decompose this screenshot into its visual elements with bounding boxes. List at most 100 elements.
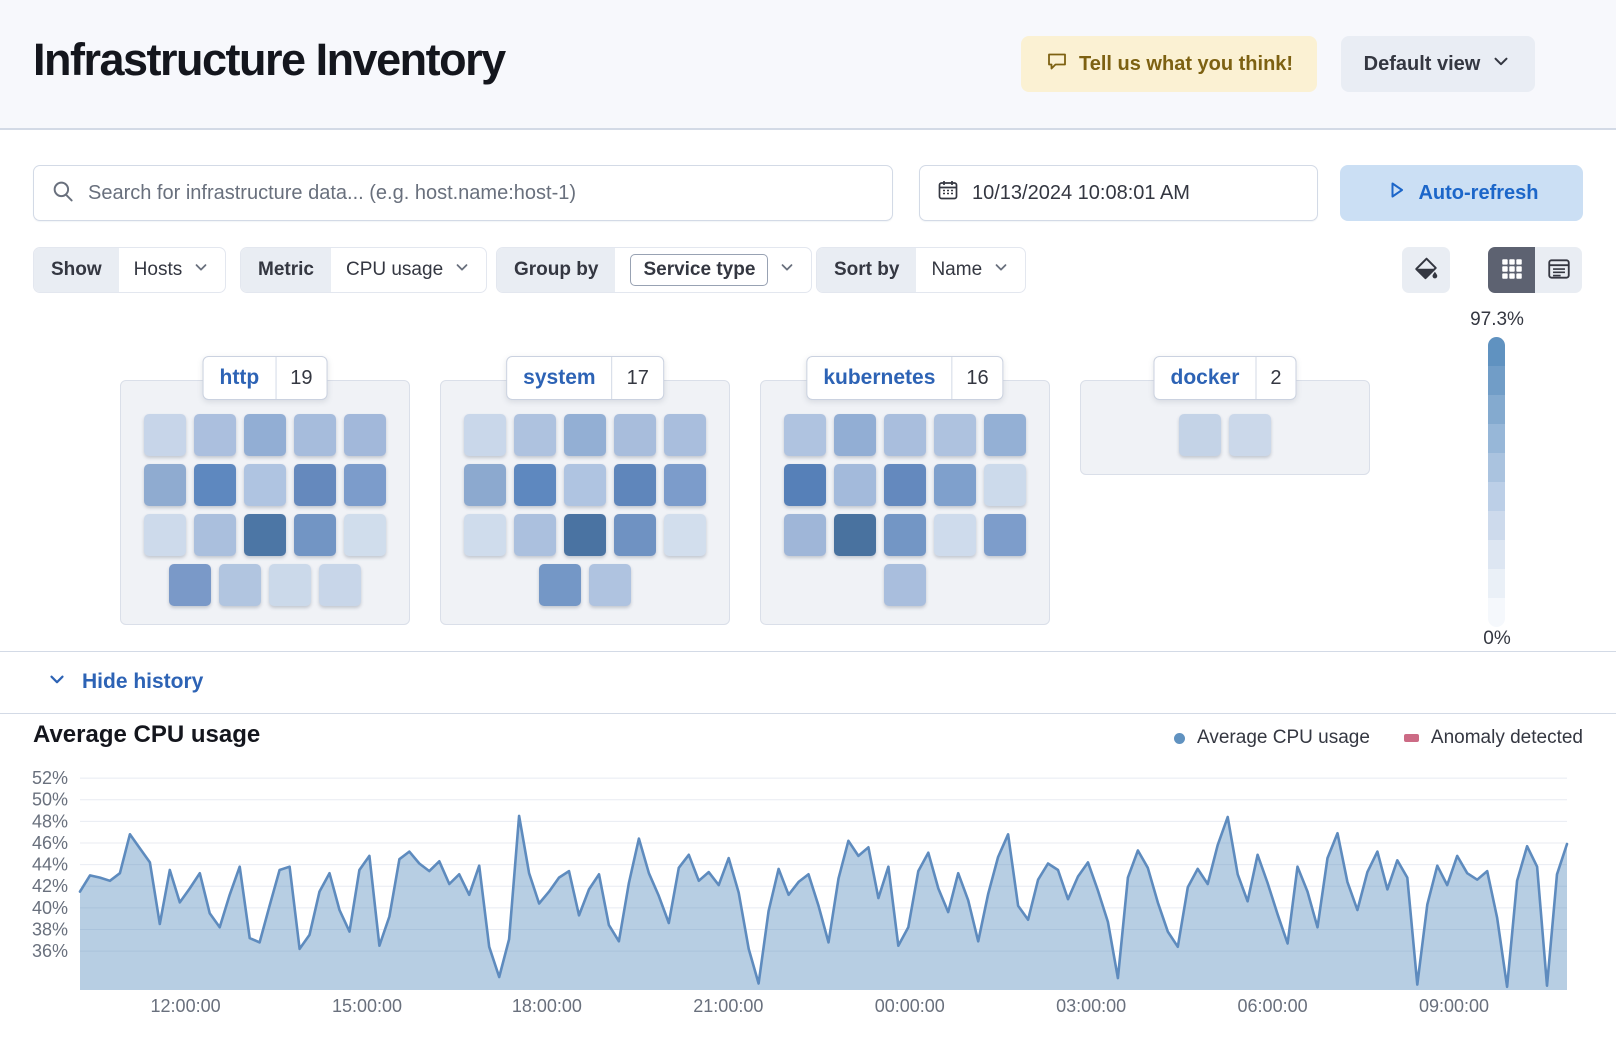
chevron-down-icon <box>192 258 210 282</box>
host-cell[interactable] <box>784 514 826 556</box>
table-view-icon <box>1546 256 1572 285</box>
host-cell[interactable] <box>664 464 706 506</box>
host-cell[interactable] <box>1229 414 1271 456</box>
host-cell[interactable] <box>614 514 656 556</box>
host-cell[interactable] <box>934 464 976 506</box>
auto-refresh-button[interactable]: Auto-refresh <box>1340 165 1583 221</box>
search-box <box>33 165 893 221</box>
host-cell[interactable] <box>169 564 211 606</box>
view-selector-button[interactable]: Default view <box>1341 36 1535 92</box>
host-cell[interactable] <box>244 464 286 506</box>
host-cell[interactable] <box>219 564 261 606</box>
group-by-filter-value[interactable]: Service type <box>630 254 769 286</box>
host-cell[interactable] <box>244 414 286 456</box>
page-title: Infrastructure Inventory <box>33 34 506 85</box>
host-cell[interactable] <box>464 514 506 556</box>
group-name-link[interactable]: docker <box>1170 366 1240 389</box>
host-cell[interactable] <box>984 414 1026 456</box>
date-picker[interactable]: 10/13/2024 10:08:01 AM <box>919 165 1318 221</box>
host-cell[interactable] <box>514 514 556 556</box>
host-cell[interactable] <box>514 414 556 456</box>
host-cell[interactable] <box>564 514 606 556</box>
host-cell[interactable] <box>344 464 386 506</box>
legend-item-anomaly[interactable]: Anomaly detected <box>1403 727 1583 749</box>
sort-by-filter[interactable]: Sort by Name <box>816 247 1027 293</box>
metric-filter-label: Metric <box>241 248 331 292</box>
svg-text:44%: 44% <box>32 855 68 875</box>
host-cell[interactable] <box>194 414 236 456</box>
host-cell[interactable] <box>784 464 826 506</box>
group-name-link[interactable]: kubernetes <box>823 366 936 389</box>
legend-options-button[interactable] <box>1402 247 1450 293</box>
group-name-link[interactable]: http <box>219 366 260 389</box>
host-cell[interactable] <box>294 464 336 506</box>
group-by-filter[interactable]: Group by Service type <box>496 247 813 293</box>
host-cell[interactable] <box>564 464 606 506</box>
host-cell[interactable] <box>884 564 926 606</box>
show-filter-label: Show <box>34 248 119 292</box>
host-cell[interactable] <box>884 464 926 506</box>
host-cell[interactable] <box>934 514 976 556</box>
host-cell[interactable] <box>884 414 926 456</box>
host-cell[interactable] <box>319 564 361 606</box>
host-cell[interactable] <box>464 464 506 506</box>
table-view-toggle[interactable] <box>1535 247 1582 293</box>
calendar-icon <box>936 178 960 208</box>
host-cell[interactable] <box>664 514 706 556</box>
host-cell[interactable] <box>539 564 581 606</box>
host-cell[interactable] <box>244 514 286 556</box>
host-cell[interactable] <box>294 514 336 556</box>
host-cell[interactable] <box>144 514 186 556</box>
host-cell[interactable] <box>834 414 876 456</box>
host-cell[interactable] <box>834 464 876 506</box>
host-cell[interactable] <box>344 414 386 456</box>
svg-text:42%: 42% <box>32 876 68 896</box>
host-cell[interactable] <box>664 414 706 456</box>
host-cell[interactable] <box>614 464 656 506</box>
host-cell[interactable] <box>784 414 826 456</box>
host-cell[interactable] <box>934 414 976 456</box>
grid-view-toggle[interactable] <box>1488 247 1535 293</box>
host-cell[interactable] <box>984 514 1026 556</box>
host-cell[interactable] <box>294 414 336 456</box>
host-cell[interactable] <box>194 514 236 556</box>
metric-filter[interactable]: Metric CPU usage <box>240 247 488 293</box>
host-cell[interactable] <box>269 564 311 606</box>
view-selector-label: Default view <box>1363 52 1481 75</box>
speech-bubble-icon <box>1045 49 1069 79</box>
host-cell[interactable] <box>834 514 876 556</box>
svg-text:52%: 52% <box>32 768 68 788</box>
avg-cpu-swatch-icon <box>1174 732 1186 744</box>
metric-filter-value: CPU usage <box>345 259 444 280</box>
grid-view-icon <box>1499 256 1525 285</box>
hide-history-toggle[interactable]: Hide history <box>46 651 203 713</box>
legend-label: Average CPU usage <box>1197 727 1370 748</box>
group-name-link[interactable]: system <box>523 366 596 389</box>
host-cell[interactable] <box>984 464 1026 506</box>
host-cell[interactable] <box>344 514 386 556</box>
host-cell[interactable] <box>144 464 186 506</box>
host-cell[interactable] <box>194 464 236 506</box>
feedback-button[interactable]: Tell us what you think! <box>1021 36 1318 92</box>
host-cell[interactable] <box>1179 414 1221 456</box>
host-cell[interactable] <box>464 414 506 456</box>
show-filter[interactable]: Show Hosts <box>33 247 227 293</box>
host-cell[interactable] <box>614 414 656 456</box>
chevron-down-icon <box>1490 50 1512 78</box>
hide-history-label: Hide history <box>82 670 204 693</box>
play-icon <box>1384 178 1408 208</box>
host-cell[interactable] <box>514 464 556 506</box>
chart-heading: Average CPU usage <box>33 721 261 748</box>
sort-by-filter-value: Name <box>931 259 983 280</box>
host-cell[interactable] <box>144 414 186 456</box>
chart-legend: Average CPU usage Anomaly detected <box>1174 727 1583 749</box>
host-cell[interactable] <box>884 514 926 556</box>
host-cell[interactable] <box>589 564 631 606</box>
legend-item-avg-cpu[interactable]: Average CPU usage <box>1174 727 1370 749</box>
host-cell[interactable] <box>564 414 606 456</box>
badge-divider <box>275 357 277 399</box>
search-input[interactable] <box>88 181 876 205</box>
